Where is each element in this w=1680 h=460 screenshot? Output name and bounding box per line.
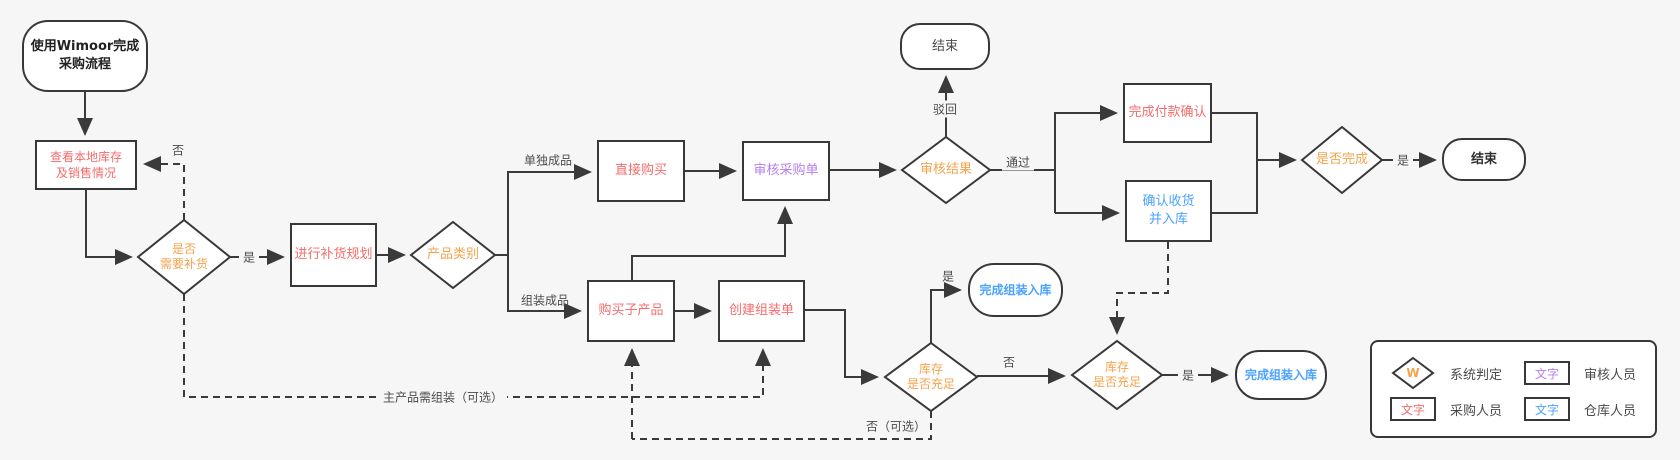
edge-label-yes-stock2: 是	[1177, 366, 1199, 384]
edge-receive-merge	[1212, 160, 1258, 214]
legend-warehouse-swatch: 文字	[1524, 397, 1570, 421]
legend-reviewer-swatch: 文字	[1524, 361, 1570, 385]
node-assembly-done-2: 完成组装入库	[1235, 350, 1327, 400]
legend-item-buyer: 文字 采购人员	[1390, 397, 1502, 421]
label-review-result: 审核结果	[919, 161, 973, 177]
edge-needreplenish-no-back	[143, 156, 185, 220]
legend-label-reviewer: 审核人员	[1584, 367, 1637, 383]
edge-category-to-buysub	[507, 255, 582, 319]
node-receive-instock: 确认收货 并入库	[1125, 180, 1212, 242]
node-review-po: 审核采购单	[742, 141, 830, 201]
edge-label-yes: 是	[238, 248, 260, 266]
legend-item-system: W 系统判定	[1390, 356, 1502, 390]
edge-buysub-to-reviewpo	[631, 206, 793, 280]
label-stock-q2: 库存 是否充足	[1092, 360, 1142, 389]
legend-buyer-swatch: 文字	[1390, 397, 1436, 421]
diamond-stock-q1	[883, 341, 979, 413]
edge-label-no-stock1: 否	[1002, 355, 1016, 370]
edge-label-pass: 通过	[1001, 153, 1035, 171]
legend-diamond-icon: W	[1390, 356, 1436, 390]
edge-payconfirm-merge	[1212, 112, 1258, 160]
node-check-stock: 查看本地库存 及销售情况	[35, 140, 137, 190]
diamond-product-category	[409, 220, 497, 290]
edge-label-single-product: 单独成品	[523, 153, 573, 168]
edge-label-no-optional: 否（可选）	[865, 419, 927, 434]
edge-stockq1-to-done1	[930, 282, 962, 343]
legend-box: W 系统判定 文字 审核人员 文字 采购人员 文字 仓库人员	[1370, 340, 1657, 438]
legend-label-system: 系统判定	[1450, 367, 1503, 383]
diamond-review-result	[900, 135, 992, 205]
edge-label-reject: 驳回	[928, 100, 962, 118]
edge-stockq1-no-optional	[632, 411, 932, 440]
node-assembly-done-1: 完成组装入库	[968, 263, 1063, 317]
legend-diamond-text: W	[1406, 366, 1420, 380]
node-direct-buy: 直接购买	[597, 140, 685, 202]
node-create-assembly: 创建组装单	[718, 280, 805, 342]
diamond-need-replenish	[136, 218, 232, 296]
node-end-right: 结束	[1442, 138, 1526, 181]
edge-createassembly-to-stockq1	[805, 309, 879, 385]
diamond-stock-q2	[1070, 339, 1164, 411]
node-replenish-plan: 进行补货规划	[290, 223, 377, 287]
edge-label-assembled-product: 组装成品	[520, 293, 570, 308]
legend-item-reviewer: 文字 审核人员	[1524, 361, 1636, 385]
label-need-replenish: 是否 需要补货	[159, 242, 209, 271]
edge-receive-to-stockq2	[1109, 242, 1169, 335]
label-stock-q1: 库存 是否充足	[906, 362, 956, 391]
legend-item-warehouse: 文字 仓库人员	[1524, 397, 1636, 421]
edge-split-to-payconfirm	[1054, 105, 1118, 213]
edge-label-no: 否	[171, 143, 185, 158]
node-end-top: 结束	[900, 23, 990, 70]
legend-label-warehouse: 仓库人员	[1584, 403, 1637, 419]
edge-label-yes-complete: 是	[1392, 151, 1414, 169]
edge-checkstock-to-needreplenish	[85, 190, 133, 265]
diamond-complete-q	[1300, 125, 1384, 195]
edge-label-main-optional: 主产品需组装（可选）	[378, 388, 508, 406]
legend-label-buyer: 采购人员	[1450, 403, 1503, 419]
node-start: 使用Wimoor完成 采购流程	[22, 20, 148, 92]
edge-main-optional	[183, 294, 771, 398]
label-complete-q: 是否完成	[1315, 151, 1369, 167]
edge-category-to-directbuy	[495, 164, 592, 256]
edge-label-yes-stock1: 是	[941, 269, 955, 284]
node-pay-confirm: 完成付款确认	[1123, 83, 1212, 143]
label-product-category: 产品类别	[426, 246, 480, 262]
node-buy-sub: 购买子产品	[587, 280, 675, 342]
